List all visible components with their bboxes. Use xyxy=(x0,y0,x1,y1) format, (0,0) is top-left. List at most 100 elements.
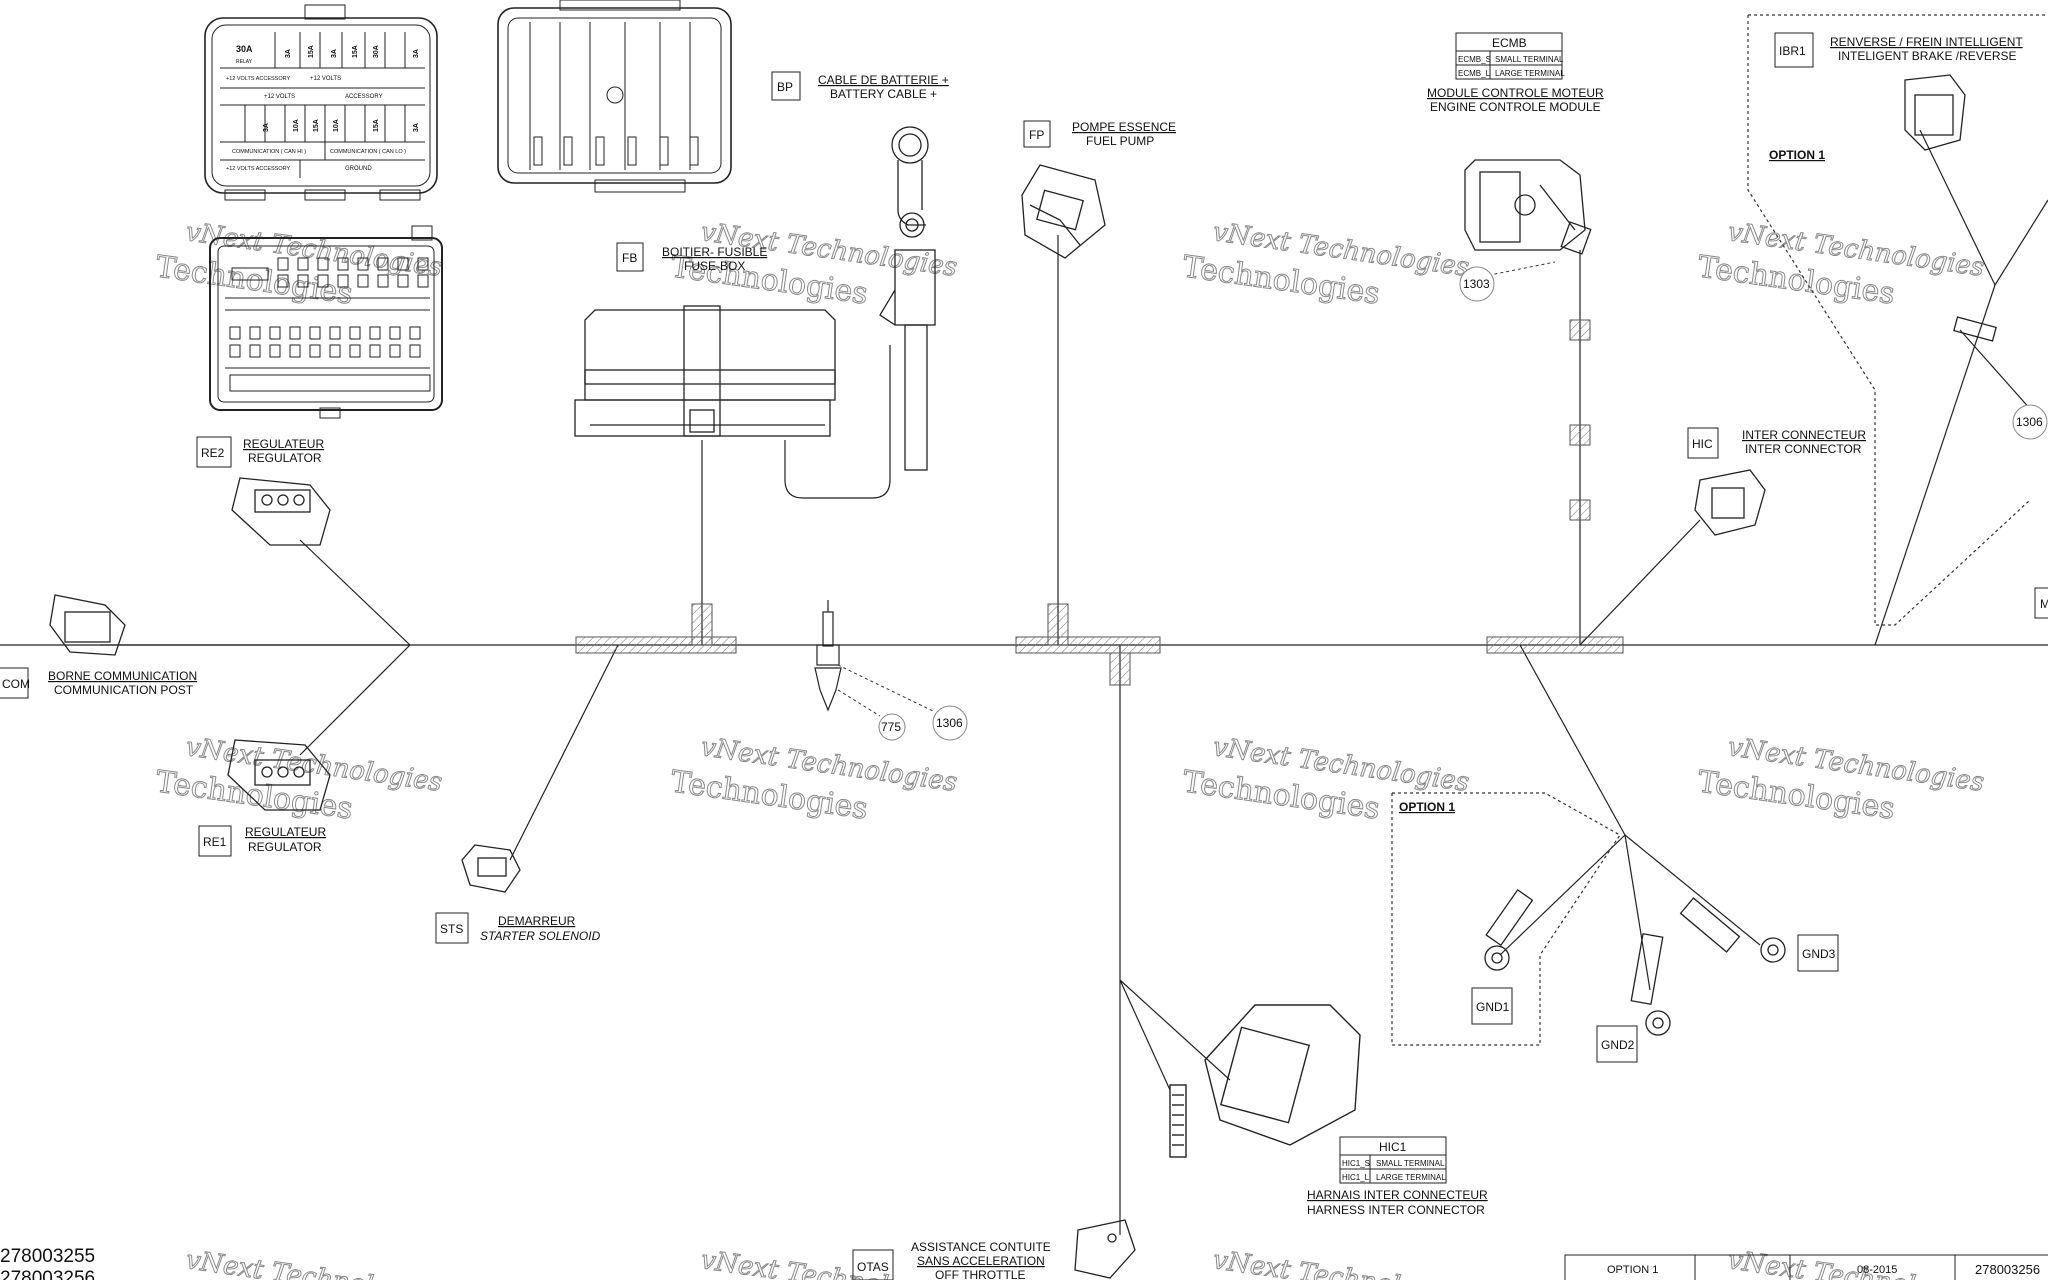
svg-text:HIC1: HIC1 xyxy=(1379,1140,1407,1154)
svg-text:HARNAIS INTER CONNECTEUR: HARNAIS INTER CONNECTEUR xyxy=(1307,1188,1488,1202)
callout-1303: 1303 xyxy=(1459,266,1495,302)
svg-text:FB: FB xyxy=(622,251,637,265)
svg-text:RE1: RE1 xyxy=(203,835,227,849)
svg-text:SANS ACCELERATION: SANS ACCELERATION xyxy=(917,1254,1045,1268)
svg-text:REGULATOR: REGULATOR xyxy=(248,840,322,854)
svg-text:CABLE DE BATTERIE +: CABLE DE BATTERIE + xyxy=(818,73,949,87)
svg-text:OFF THROTTLE: OFF THROTTLE xyxy=(935,1268,1025,1280)
label-ecmb: ECMB ECMB_S SMALL TERMINAL ECMB_L LARGE … xyxy=(1427,32,1604,114)
svg-text:POMPE ESSENCE: POMPE ESSENCE xyxy=(1072,120,1176,134)
svg-text:30A: 30A xyxy=(236,44,253,54)
svg-text:REGULATEUR: REGULATEUR xyxy=(243,437,324,451)
svg-text:COMMUNICATION POST: COMMUNICATION POST xyxy=(54,683,194,697)
stud-775-drawing xyxy=(814,600,842,712)
svg-text:775: 775 xyxy=(881,720,901,734)
fusebox-layout-diagram: 30A RELAY +12 VOLTS ACCESSORY +12 VOLTS … xyxy=(204,4,438,201)
svg-text:10A: 10A xyxy=(293,119,300,132)
ecm-connector-drawing xyxy=(1464,159,1592,255)
svg-text:BOITIER- FUSIBLE: BOITIER- FUSIBLE xyxy=(662,245,767,259)
svg-text:ENGINE CONTROLE MODULE: ENGINE CONTROLE MODULE xyxy=(1430,100,1601,114)
option-zones xyxy=(1391,14,2048,1046)
svg-text:ACCESSORY: ACCESSORY xyxy=(345,94,383,100)
svg-text:OPTION 1: OPTION 1 xyxy=(1769,148,1825,162)
svg-text:vNext Technologies: vNext Technologies xyxy=(184,1245,444,1280)
svg-text:1306: 1306 xyxy=(936,716,963,730)
svg-text:IBR1: IBR1 xyxy=(1779,44,1806,58)
svg-text:BP: BP xyxy=(777,80,793,94)
fusebox-body-drawing xyxy=(574,305,836,437)
svg-text:HIC1_L: HIC1_L xyxy=(1342,1173,1370,1182)
ibr1-connector-drawing xyxy=(1904,74,1997,342)
label-fb: FB BOITIER- FUSIBLE FUSE-BOX xyxy=(616,242,767,273)
svg-text:3A: 3A xyxy=(331,49,338,58)
svg-text:DEMARREUR: DEMARREUR xyxy=(498,914,576,928)
svg-text:+12 VOLTS ACCESSORY: +12 VOLTS ACCESSORY xyxy=(226,76,290,82)
svg-text:OTAS: OTAS xyxy=(857,1260,889,1274)
svg-text:ECMB_S: ECMB_S xyxy=(1458,55,1491,64)
svg-text:GROUND: GROUND xyxy=(345,166,372,172)
harness-sleeves xyxy=(575,319,1624,686)
svg-text:15A: 15A xyxy=(308,45,315,58)
label-otas: OTAS ASSISTANCE CONTUITE SANS ACCELERATI… xyxy=(852,1240,1051,1280)
svg-text:INTELIGENT BRAKE /REVERSE: INTELIGENT BRAKE /REVERSE xyxy=(1838,49,2017,63)
svg-text:278003255: 278003255 xyxy=(0,1246,95,1267)
svg-text:HIC1_S: HIC1_S xyxy=(1342,1159,1370,1168)
title-block: OPTION 1 08-2015 278003256 xyxy=(1564,1254,2048,1280)
svg-text:278003256: 278003256 xyxy=(0,1268,95,1280)
svg-text:FUEL PUMP: FUEL PUMP xyxy=(1086,134,1154,148)
svg-text:15A: 15A xyxy=(373,119,380,132)
svg-text:FP: FP xyxy=(1029,128,1044,142)
sts-connector-drawing xyxy=(461,844,521,893)
label-gnd3: GND3 xyxy=(1797,934,1839,972)
svg-text:SMALL TERMINAL: SMALL TERMINAL xyxy=(1376,1159,1445,1168)
svg-text:1306: 1306 xyxy=(2016,415,2043,429)
svg-text:GND3: GND3 xyxy=(1802,947,1836,961)
svg-text:3A: 3A xyxy=(263,123,270,132)
svg-text:STS: STS xyxy=(440,922,463,936)
label-option1-lower: OPTION 1 xyxy=(1399,800,1455,814)
svg-text:+12 VOLTS ACCESSORY: +12 VOLTS ACCESSORY xyxy=(226,166,290,172)
callout-1306-right: 1306 xyxy=(2012,404,2048,440)
svg-text:15A: 15A xyxy=(352,45,359,58)
svg-text:SMALL TERMINAL: SMALL TERMINAL xyxy=(1495,55,1564,64)
svg-text:COMMUNICATION ( CAN LO ): COMMUNICATION ( CAN LO ) xyxy=(330,149,406,155)
svg-text:LARGE TERMINAL: LARGE TERMINAL xyxy=(1495,69,1565,78)
svg-text:RE2: RE2 xyxy=(201,446,225,460)
fusebox-cover-drawing xyxy=(497,0,732,193)
hic1-connector-drawing xyxy=(1169,1004,1361,1158)
svg-text:15A: 15A xyxy=(313,119,320,132)
svg-text:ASSISTANCE CONTUITE: ASSISTANCE CONTUITE xyxy=(911,1240,1051,1254)
svg-text:vNext Technologies: vNext Technologies xyxy=(1211,1245,1471,1280)
svg-text:ECMB_L: ECMB_L xyxy=(1458,69,1491,78)
svg-text:M: M xyxy=(2040,597,2048,611)
svg-text:INTER CONNECTEUR: INTER CONNECTEUR xyxy=(1742,428,1866,442)
label-m: M xyxy=(2034,587,2048,619)
battery-cable-drawing xyxy=(879,126,936,471)
svg-text:OPTION 1: OPTION 1 xyxy=(1607,1264,1658,1276)
label-fp: FP POMPE ESSENCE FUEL PUMP xyxy=(1023,120,1176,148)
svg-text:STARTER SOLENOID: STARTER SOLENOID xyxy=(480,929,601,943)
label-ibr1: IBR1 RENVERSE / FREIN INTELLIGENT INTELI… xyxy=(1769,32,2023,162)
label-bp: BP CABLE DE BATTERIE + BATTERY CABLE + xyxy=(771,71,949,101)
label-sts: STS DEMARREUR STARTER SOLENOID xyxy=(435,912,601,944)
svg-text:RELAY: RELAY xyxy=(236,59,253,65)
svg-text:RENVERSE / FREIN INTELLIGENT: RENVERSE / FREIN INTELLIGENT xyxy=(1830,35,2023,49)
fuel-pump-connector-drawing xyxy=(1021,164,1106,259)
label-gnd1: GND1 xyxy=(1471,987,1513,1025)
callout-leaders xyxy=(837,261,1556,717)
svg-text:1303: 1303 xyxy=(1463,277,1490,291)
svg-text:OPTION 1: OPTION 1 xyxy=(1399,800,1455,814)
svg-text:+12 VOLTS: +12 VOLTS xyxy=(264,94,295,100)
svg-text:MODULE CONTROLE MOTEUR: MODULE CONTROLE MOTEUR xyxy=(1427,86,1604,100)
svg-text:08-2015: 08-2015 xyxy=(1857,1264,1897,1276)
svg-text:3A: 3A xyxy=(285,49,292,58)
svg-text:vNext Technologies: vNext Technologies xyxy=(1726,1245,1986,1280)
label-re2: RE2 REGULATEUR REGULATOR xyxy=(196,436,324,468)
callout-1306-center: 1306 xyxy=(932,705,968,741)
svg-text:GND1: GND1 xyxy=(1476,1000,1510,1014)
svg-text:BORNE COMMUNICATION: BORNE COMMUNICATION xyxy=(48,669,197,683)
svg-text:+12 VOLTS: +12 VOLTS xyxy=(310,76,341,82)
svg-text:GND2: GND2 xyxy=(1601,1038,1635,1052)
